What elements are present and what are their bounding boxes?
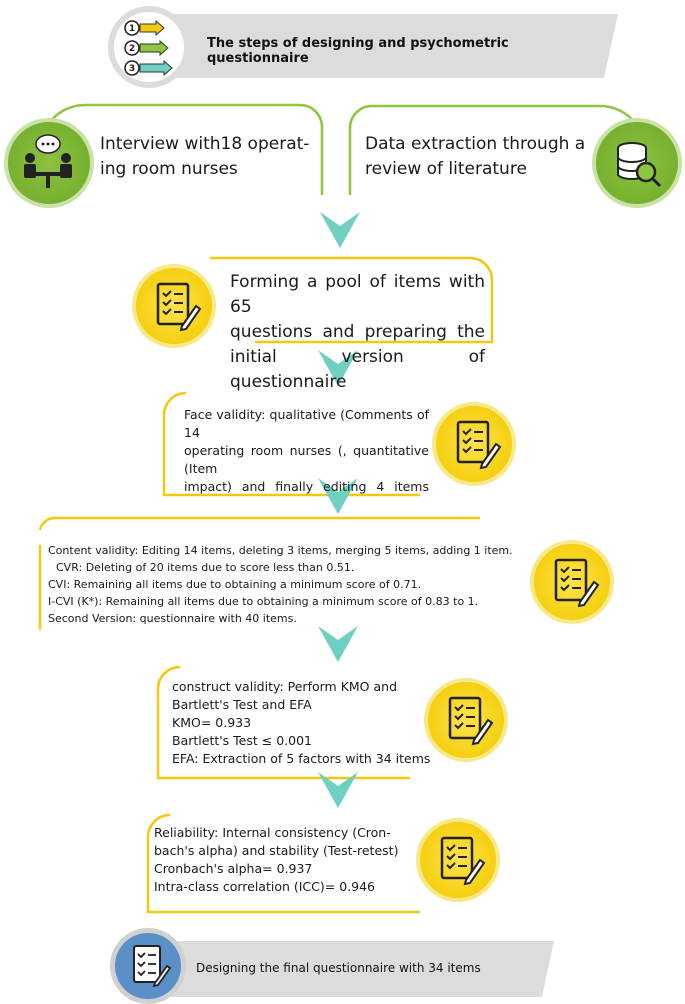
reliability-line-1: Reliability: Internal consistency (Cron- bbox=[154, 825, 391, 840]
face-line-2: operating room nurses (, quantitative (I… bbox=[184, 443, 429, 476]
construct-line-1: construct validity: Perform KMO and bbox=[172, 679, 397, 694]
reliability-line-3: Cronbach's alpha= 0.937 bbox=[154, 861, 313, 876]
chevron-down-icon bbox=[318, 626, 358, 662]
literature-text: Data extraction through a review of lite… bbox=[365, 132, 595, 182]
literature-line-2: review of literature bbox=[365, 159, 527, 179]
face-line-1: Face validity: qualitative (Comments of … bbox=[184, 407, 429, 440]
reliability-text: Reliability: Internal consistency (Cron-… bbox=[154, 824, 424, 896]
checklist-icon bbox=[416, 818, 500, 902]
face-line-3: impact) and finally editing 4 items bbox=[184, 479, 429, 494]
interview-text: Interview with18 operat- ing room nurses bbox=[100, 132, 315, 182]
construct-line-4: Bartlett's Test ≤ 0.001 bbox=[172, 733, 312, 748]
steps-icon: 1 2 3 bbox=[108, 6, 190, 88]
face-validity-text: Face validity: qualitative (Comments of … bbox=[184, 406, 429, 496]
construct-validity-text: construct validity: Perform KMO and Bart… bbox=[172, 678, 432, 768]
interview-icon bbox=[4, 118, 94, 208]
construct-line-3: KMO= 0.933 bbox=[172, 715, 252, 730]
reliability-line-2: bach's alpha) and stability (Test-retest… bbox=[154, 843, 399, 858]
chevron-down-icon bbox=[318, 478, 358, 514]
step-number-2: 2 bbox=[129, 44, 135, 54]
reliability-line-4: Intra-class correlation (ICC)= 0.946 bbox=[154, 879, 375, 894]
chevron-down-icon bbox=[320, 212, 360, 248]
interview-line-1: Interview with18 operat- bbox=[100, 134, 310, 154]
final-text: Designing the final questionnaire with 3… bbox=[196, 961, 481, 975]
interview-line-2: ing room nurses bbox=[100, 159, 238, 179]
content-line-2: CVR: Deleting of 20 items due to score l… bbox=[56, 561, 355, 574]
step-number-3: 3 bbox=[129, 64, 135, 74]
pool-line-1: Forming a pool of items with 65 bbox=[230, 272, 485, 317]
literature-line-1: Data extraction through a bbox=[365, 134, 586, 154]
checklist-icon bbox=[424, 678, 508, 762]
pool-line-3: initial version of questionnaire bbox=[230, 347, 485, 392]
content-line-1: Content validity: Editing 14 items, dele… bbox=[48, 544, 513, 557]
step-number-1: 1 bbox=[129, 24, 135, 34]
database-search-icon bbox=[592, 118, 682, 208]
checklist-icon bbox=[530, 540, 614, 624]
header-banner bbox=[150, 14, 618, 78]
construct-line-5: EFA: Extraction of 5 factors with 34 ite… bbox=[172, 751, 431, 766]
checklist-icon bbox=[132, 264, 216, 348]
construct-line-2: Bartlett's Test and EFA bbox=[172, 697, 312, 712]
checklist-icon bbox=[432, 402, 516, 486]
content-line-4: I-CVI (K*): Remaining all items due to o… bbox=[48, 595, 479, 608]
chevron-down-icon bbox=[318, 772, 358, 808]
final-checklist-icon bbox=[110, 928, 186, 1004]
final-banner bbox=[150, 941, 554, 997]
chevron-down-icon bbox=[318, 350, 358, 386]
header-title: The steps of designing and psychometric … bbox=[207, 36, 509, 66]
content-validity-text: Content validity: Editing 14 items, dele… bbox=[48, 542, 528, 627]
pool-text: Forming a pool of items with 65 question… bbox=[230, 270, 485, 395]
content-line-3: CVI: Remaining all items due to obtainin… bbox=[48, 578, 422, 591]
pool-line-2: questions and preparing the bbox=[230, 322, 485, 342]
content-line-5: Second Version: questionnaire with 40 it… bbox=[48, 612, 297, 625]
